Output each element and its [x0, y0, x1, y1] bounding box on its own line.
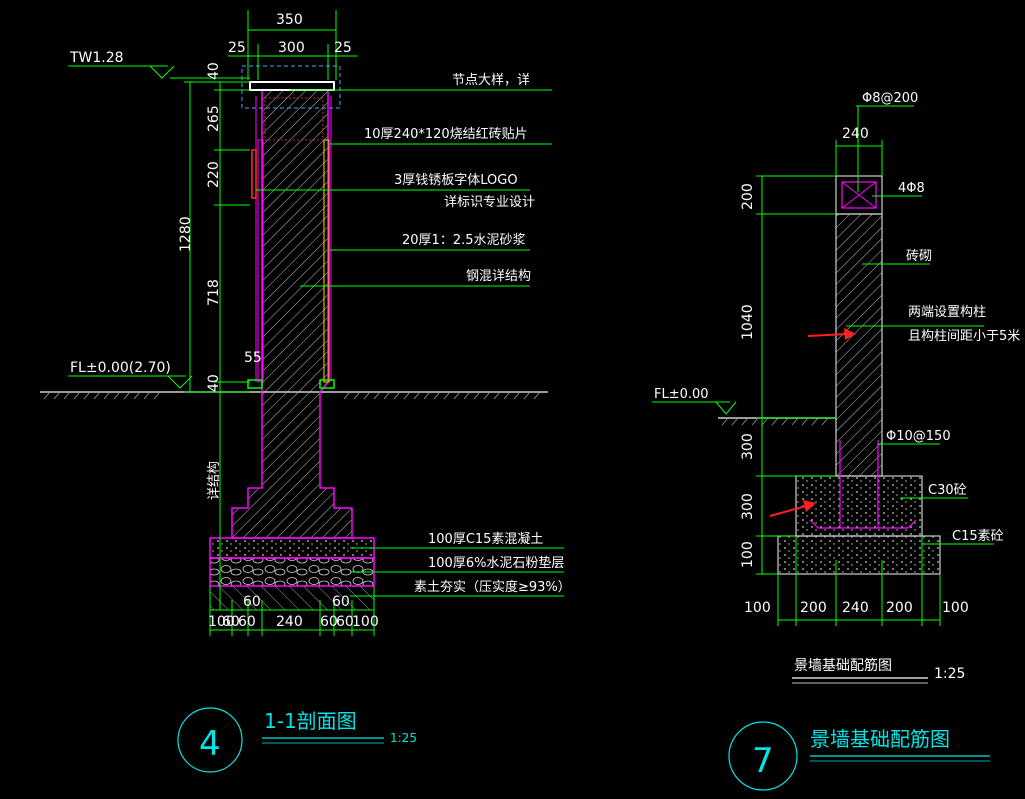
plan-title: 景墙基础配筋图	[794, 657, 892, 674]
fbdim-2: 240	[842, 600, 869, 616]
callout-circle-7	[728, 721, 798, 791]
tw-marker	[149, 65, 175, 79]
section-scale: 1:25	[390, 731, 417, 745]
base-dim-5: 60	[336, 614, 354, 630]
fnote-rebar-150: Φ10@150	[886, 429, 951, 444]
fl-elevation: FL±0.00(2.70)	[70, 360, 171, 376]
fl-marker	[167, 375, 193, 389]
foundation-title: 景墙基础配筋图	[810, 727, 950, 751]
rebar-top-label: Φ8@200	[862, 91, 918, 106]
footing-rebar	[809, 440, 917, 529]
base-dim-1: 60	[222, 614, 240, 630]
dim-265: 265	[206, 105, 222, 132]
compacted-soil	[210, 586, 374, 610]
wall-footing-body	[231, 89, 353, 539]
detail-dashed-box	[241, 65, 341, 109]
dim-220: 220	[206, 161, 222, 188]
brick-facing-right	[323, 139, 330, 383]
dim-offset-right: 60	[332, 594, 350, 610]
plan-scale: 1:25	[934, 666, 965, 682]
dim-offset-left: 60	[243, 594, 261, 610]
foundation-rebar: Φ8@200 240 4Φ8 200 1040 300 300 100 FL±0…	[652, 91, 1020, 791]
note-stone-bedding: 100厚6%水泥石粉垫层	[428, 555, 564, 571]
note-structure: 钢混详结构	[466, 269, 531, 284]
fdim-300-a: 300	[740, 433, 756, 460]
width-dim-lines	[835, 140, 883, 176]
tie-beam	[835, 175, 883, 215]
dim-300: 300	[278, 40, 305, 56]
fbdim-4: 100	[942, 600, 969, 616]
dim-350: 350	[276, 12, 303, 28]
fnote-c30: C30砼	[928, 483, 967, 498]
fnote-c15: C15素砼	[952, 529, 1004, 544]
section-title: 1-1剖面图	[264, 709, 357, 733]
dim-40-top: 40	[206, 62, 222, 80]
tie-beam-cross-2	[841, 181, 877, 209]
fdim-300-b: 300	[740, 493, 756, 520]
c15-cushion	[777, 535, 941, 575]
fl-marker-right	[715, 401, 737, 415]
coping-inner	[264, 97, 324, 141]
note-logo-design: 详标识专业设计	[444, 195, 535, 210]
brick-facing-left	[257, 139, 264, 383]
dim-40-bottom: 40	[206, 374, 222, 392]
fbdim-0: 100	[744, 600, 771, 616]
c30-footing	[795, 475, 923, 537]
corner-bars-label: 4Φ8	[898, 181, 925, 196]
dim-718: 718	[206, 279, 222, 306]
side-note-structure: 详结构	[207, 461, 222, 500]
note-leaders	[256, 89, 564, 597]
dim-1280: 1280	[178, 216, 194, 252]
note-compacted-soil: 素土夯实（压实度≥93%）	[414, 579, 571, 595]
section-1-1: 350 25 300 25 TW1.28 40 265 220 1280 718…	[40, 10, 571, 773]
fbdim-3: 200	[886, 600, 913, 616]
base-dim-4: 60	[320, 614, 338, 630]
callout-number-7: 7	[752, 741, 774, 781]
ground-hatch	[43, 391, 541, 400]
fnote-columns: 两端设置构柱	[908, 305, 986, 320]
tie-beam-rebar	[841, 181, 877, 209]
note-c15-concrete: 100厚C15素混凝土	[428, 531, 543, 547]
fbdim-1: 200	[800, 600, 827, 616]
note-mortar: 20厚1：2.5水泥砂浆	[402, 233, 526, 248]
dim-55: 55	[244, 350, 262, 366]
top-dimension-lines	[228, 10, 358, 80]
note-brick-facing: 10厚240*120烧结红砖贴片	[364, 126, 528, 142]
base-cap-right	[319, 379, 335, 389]
foundation-bottom-dim-lines	[777, 536, 941, 626]
stone-bedding-layer	[209, 557, 375, 587]
left-dimension-lines	[184, 81, 250, 610]
tw-elevation: TW1.28	[69, 50, 124, 66]
red-arrow-wall	[807, 328, 856, 340]
fl-label-right: FL±0.00	[654, 387, 709, 402]
foundation-dim-lines	[756, 175, 836, 575]
brick-wall	[835, 213, 883, 477]
callout-number-4: 4	[199, 724, 221, 764]
red-arrow-footing	[769, 500, 816, 517]
fnote-column-spacing: 且构柱间距小于5米	[908, 329, 1020, 344]
fdim-200: 200	[740, 183, 756, 210]
base-dim-6: 100	[352, 614, 379, 630]
note-node-detail: 节点大样，详	[452, 73, 530, 88]
bottom-dimension-lines	[209, 586, 375, 636]
c15-concrete-layer	[209, 537, 375, 559]
callout-circle-4	[177, 707, 243, 773]
base-dim-3: 240	[276, 614, 303, 630]
fdim-100: 100	[740, 541, 756, 568]
dim-25-right: 25	[334, 40, 352, 56]
base-dim-0: 100	[208, 614, 235, 630]
note-logo-plate: 3厚钱锈板字体LOGO	[394, 173, 518, 188]
coping-cap	[249, 81, 335, 91]
base-cap-left	[247, 379, 263, 389]
dim-25-left: 25	[228, 40, 246, 56]
base-dim-2: 60	[238, 614, 256, 630]
width-240: 240	[842, 126, 869, 142]
ground-hatch-right	[721, 417, 829, 426]
fnote-brick: 砖砌	[906, 249, 932, 264]
logo-plate	[251, 149, 257, 199]
fdim-1040: 1040	[740, 304, 756, 340]
foundation-note-leaders	[846, 263, 994, 545]
